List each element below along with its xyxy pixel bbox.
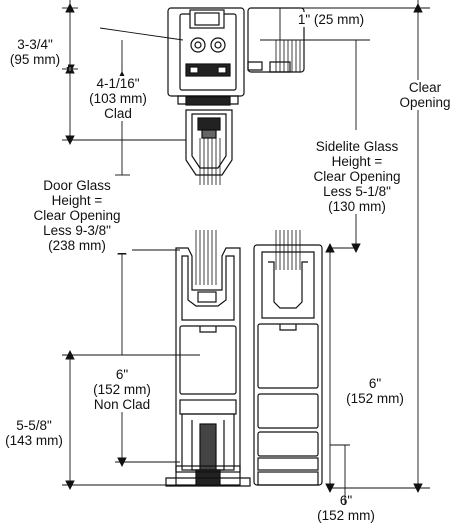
sidelite-glass-height-label: Sidelite Glass Height = Clear Opening Le… xyxy=(302,139,412,214)
sidelite-bottom-rail-profile xyxy=(253,230,323,486)
rail-nonclad-label: 6" (152 mm) Non Clad xyxy=(84,367,160,412)
rail-sidelite-label: 6" (152 mm) xyxy=(336,376,414,406)
door-glass-height-label: Door Glass Height = Clear Opening Less 9… xyxy=(22,178,132,253)
sill-sidelite-label: 6" (152 mm) xyxy=(317,493,375,523)
door-top-rail-profile xyxy=(185,109,233,185)
sill-dimension-label: 5-5/8" (143 mm) xyxy=(0,418,68,448)
dimension-lines xyxy=(62,0,430,505)
glass-inset-label: 1" (25 mm) xyxy=(282,12,380,27)
clear-opening-label: Clear Opening xyxy=(392,80,458,110)
door-bottom-rail-profile xyxy=(165,230,251,487)
head-dimension-label: 3-3/4" (95 mm) xyxy=(2,37,68,67)
clad-dimension-label: 4-1/16" (103 mm) Clad xyxy=(78,76,158,121)
door-head-profile xyxy=(167,7,305,106)
